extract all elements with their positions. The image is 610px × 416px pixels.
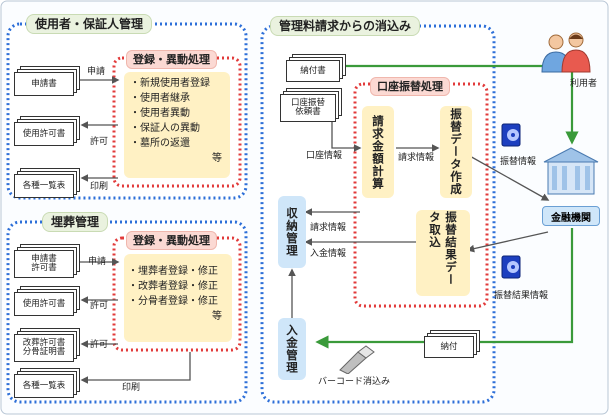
doc-application-label: 申請書 (31, 78, 57, 89)
process-suffix: 等 (212, 311, 222, 322)
doc-transfer-request-label: 口座振替 依頼書 (290, 98, 325, 117)
barcode-scanner-icon (339, 345, 375, 374)
doc-payment-label: 納付 (440, 341, 458, 352)
box-payment-mgmt: 入金管理 (278, 318, 306, 380)
doc-permit: 使用許可書 (14, 116, 82, 146)
doc-burial-list-label: 各種一覧表 (22, 380, 66, 391)
process-item: ・新規使用者登録 (130, 78, 210, 89)
process-box-user: ・新規使用者登録 ・使用者継承 ・使用者異動 ・保証人の異動 ・墓所の返還 等 (124, 72, 230, 178)
process-transfer-data-label: 振替データ作成 (449, 108, 463, 196)
transfer-media-icon (501, 123, 521, 147)
label-payment-info: 入金情報 (310, 249, 347, 259)
bank-label-box: 金融機関 (542, 206, 600, 226)
doc-burial-application: 申請書 許可書 (14, 244, 82, 278)
flow-print: 印刷 (90, 182, 109, 192)
process-border-transfer (353, 82, 489, 308)
doc-burial-list: 各種一覧表 (14, 368, 82, 398)
label-transfer-info: 振替情報 (500, 157, 537, 167)
flow-permit: 許可 (90, 137, 109, 147)
box-collection-mgmt-label: 収納管理 (285, 207, 299, 257)
doc-application: 申請書 (14, 66, 82, 96)
doc-list-label: 各種一覧表 (22, 180, 66, 191)
doc-payment: 納付 (424, 330, 480, 358)
process-result-import: 振替結果データ取込 (416, 210, 470, 296)
section-title-burial: 埋葬管理 (42, 212, 109, 232)
doc-payment-notice: 納付書 (286, 54, 346, 82)
doc-transfer-request: 口座振替 依頼書 (280, 88, 342, 122)
flow-burial-application: 申請 (88, 257, 107, 267)
doc-reburial: 改葬許可書 分骨証明書 (14, 328, 82, 362)
label-account-info: 口座情報 (306, 151, 343, 161)
label-billing-info-2: 請求情報 (310, 223, 347, 233)
process-suffix: 等 (212, 153, 222, 164)
label-user: 利用者 (570, 79, 598, 89)
flow-burial-permit-2: 許可 (90, 340, 109, 350)
bank-label: 金融機関 (551, 212, 591, 224)
bank-building-icon (543, 147, 599, 195)
doc-burial-application-label: 申請書 許可書 (31, 254, 57, 273)
flow-application: 申請 (87, 67, 106, 77)
flow-burial-permit-1: 許可 (90, 301, 109, 311)
process-result-import-label: 振替結果データ取込 (428, 211, 458, 286)
label-billing-info-1: 請求情報 (398, 153, 435, 163)
process-title-account-transfer: 口座振替処理 (370, 77, 450, 96)
process-title-burial: 登録・異動処理 (126, 231, 217, 250)
doc-permit-label: 使用許可書 (22, 128, 66, 139)
process-item: ・使用者継承 (130, 93, 190, 104)
process-box-burial: ・埋葬者登録・修正 ・改葬者登録・修正 ・分骨者登録・修正 等 (124, 254, 232, 342)
process-item: ・分骨者登録・修正 (128, 296, 218, 307)
users-icon (541, 32, 591, 73)
process-billing-calc: 請求金額計算 (362, 106, 394, 198)
label-transfer-result-info: 振替結果情報 (494, 291, 549, 301)
process-billing-calc-label: 請求金額計算 (371, 114, 385, 190)
doc-reburial-label: 改葬許可書 分骨証明書 (22, 338, 66, 357)
doc-burial-permit: 使用許可書 (14, 286, 82, 316)
section-title-billing: 管理料請求からの消込み (270, 16, 421, 36)
section-title-user-guarantor: 使用者・保証人管理 (26, 14, 153, 34)
doc-payment-notice-label: 納付書 (300, 65, 326, 76)
process-item: ・使用者異動 (130, 108, 190, 119)
process-transfer-data: 振替データ作成 (440, 106, 472, 198)
doc-burial-permit-label: 使用許可書 (22, 298, 66, 309)
box-collection-mgmt: 収納管理 (278, 196, 306, 268)
doc-list: 各種一覧表 (14, 168, 82, 198)
process-title-user: 登録・異動処理 (126, 50, 217, 69)
process-item: ・改葬者登録・修正 (128, 281, 218, 292)
flow-burial-print: 印刷 (122, 383, 141, 393)
label-barcode: バーコード消込み (318, 377, 391, 387)
process-item: ・墓所の返還 (130, 138, 190, 149)
transfer-result-media-icon (501, 255, 521, 279)
box-payment-mgmt-label: 入金管理 (285, 324, 299, 374)
process-item: ・埋葬者登録・修正 (128, 266, 218, 277)
process-item: ・保証人の異動 (130, 123, 200, 134)
